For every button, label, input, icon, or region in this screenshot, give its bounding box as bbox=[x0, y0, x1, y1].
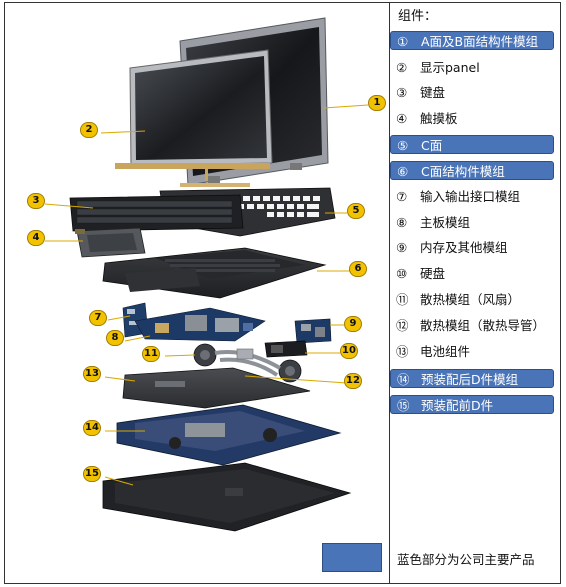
callout-15: 15 bbox=[83, 466, 101, 482]
legend-item: ② 显示panel bbox=[390, 58, 554, 77]
legend-item: ⑦ 输入输出接口模组 bbox=[390, 187, 554, 206]
legend-item-number: ⑥ bbox=[397, 164, 409, 179]
legend-item-number: ③ bbox=[396, 85, 408, 100]
legend-item: ① A面及B面结构件模组 bbox=[390, 31, 554, 50]
highlight-note: 蓝色部分为公司主要产品 bbox=[397, 552, 535, 567]
legend-item-number: ② bbox=[396, 60, 408, 75]
legend-item-number: ⑪ bbox=[396, 292, 409, 307]
component-legend: 组件： ① A面及B面结构件模组 ② 显示panel ③ 键盘 ④ 触摸板 ⑤ C面 ⑥ C面结构件模… bbox=[390, 3, 560, 583]
callout-9: 9 bbox=[344, 316, 362, 332]
hinge-left-part bbox=[290, 163, 302, 170]
legend-item-label: 散热模组（散热导管） bbox=[420, 318, 546, 333]
legend-item-label: 散热模组（风扇） bbox=[420, 292, 521, 307]
column-divider bbox=[389, 2, 390, 584]
battery bbox=[122, 367, 311, 409]
callout-7: 7 bbox=[89, 310, 107, 326]
callout-8: 8 bbox=[106, 330, 124, 346]
legend-item-label: A面及B面结构件模组 bbox=[421, 34, 539, 49]
ssd bbox=[264, 340, 308, 358]
c-cover-module bbox=[102, 247, 327, 299]
panel-flex-cable bbox=[115, 163, 270, 169]
legend-item: ⑭ 预装配后D件模组 bbox=[390, 369, 554, 388]
highlight-swatch bbox=[322, 543, 382, 572]
heat-pipes bbox=[214, 348, 281, 377]
mainboard bbox=[134, 307, 266, 342]
legend-item-label: 触摸板 bbox=[420, 111, 458, 126]
legend-item: ⑬ 电池组件 bbox=[390, 342, 554, 361]
callout-5: 5 bbox=[347, 203, 365, 219]
legend-item-label: C面 bbox=[421, 138, 443, 153]
display-panel bbox=[115, 49, 273, 187]
callout-13: 13 bbox=[83, 366, 101, 382]
legend-item-number: ⑫ bbox=[396, 318, 409, 333]
legend-item: ⑫ 散热模组（散热导管） bbox=[390, 316, 554, 335]
legend-item: ⑥ C面结构件模组 bbox=[390, 161, 554, 180]
panel-connector-strip bbox=[180, 183, 250, 187]
legend-item-number: ⑨ bbox=[396, 240, 408, 255]
figure-frame bbox=[4, 2, 561, 584]
legend-item-number: ⑩ bbox=[396, 266, 408, 281]
callout-6: 6 bbox=[349, 261, 367, 277]
legend-item-number: ④ bbox=[396, 111, 408, 126]
keyboard bbox=[69, 194, 244, 232]
callout-leaders bbox=[44, 104, 369, 486]
legend-item-label: 内存及其他模组 bbox=[420, 240, 508, 255]
callout-14: 14 bbox=[83, 420, 101, 436]
callout-1: 1 bbox=[368, 95, 386, 111]
exploded-laptop-diagram bbox=[44, 17, 369, 532]
legend-item-label: 预装配后D件模组 bbox=[421, 372, 519, 387]
callout-2: 2 bbox=[80, 122, 98, 138]
callout-10: 10 bbox=[340, 343, 358, 359]
legend-item: ⑮ 预装配前D件 bbox=[390, 395, 554, 414]
legend-item: ④ 触摸板 bbox=[390, 109, 554, 128]
legend-item-label: 硬盘 bbox=[420, 266, 446, 281]
legend-item-number: ⑧ bbox=[396, 215, 408, 230]
legend-item: ⑩ 硬盘 bbox=[390, 264, 554, 283]
legend-item: ⑧ 主板模组 bbox=[390, 213, 554, 232]
callout-3: 3 bbox=[27, 193, 45, 209]
callout-12: 12 bbox=[344, 373, 362, 389]
touchpad bbox=[75, 227, 146, 258]
legend-item-number: ⑤ bbox=[397, 138, 409, 153]
legend-item: ⑤ C面 bbox=[390, 135, 554, 154]
legend-item-label: 预装配前D件 bbox=[421, 398, 494, 413]
legend-title: 组件： bbox=[398, 9, 438, 24]
d-cover bbox=[102, 462, 352, 532]
callout-11: 11 bbox=[142, 346, 160, 362]
legend-item-label: 输入输出接口模组 bbox=[420, 189, 521, 204]
legend-item-number: ⑮ bbox=[397, 398, 410, 413]
legend-item: ⑨ 内存及其他模组 bbox=[390, 238, 554, 257]
legend-item-label: 键盘 bbox=[420, 85, 446, 100]
legend-item-number: ⑭ bbox=[397, 372, 410, 387]
legend-item-label: 显示panel bbox=[420, 60, 480, 75]
callout-4: 4 bbox=[27, 230, 45, 246]
assembled-d-cover bbox=[116, 404, 342, 466]
legend-item-label: 电池组件 bbox=[420, 344, 471, 359]
hinge-right-part bbox=[208, 176, 220, 183]
legend-item-number: ⑬ bbox=[396, 344, 409, 359]
legend-item-label: 主板模组 bbox=[420, 215, 471, 230]
legend-item-number: ⑦ bbox=[396, 189, 408, 204]
legend-item-label: C面结构件模组 bbox=[421, 164, 505, 179]
legend-item: ③ 键盘 bbox=[390, 83, 554, 102]
legend-item-number: ① bbox=[397, 34, 409, 49]
legend-item: ⑪ 散热模组（风扇） bbox=[390, 290, 554, 309]
memory-module bbox=[294, 318, 332, 344]
